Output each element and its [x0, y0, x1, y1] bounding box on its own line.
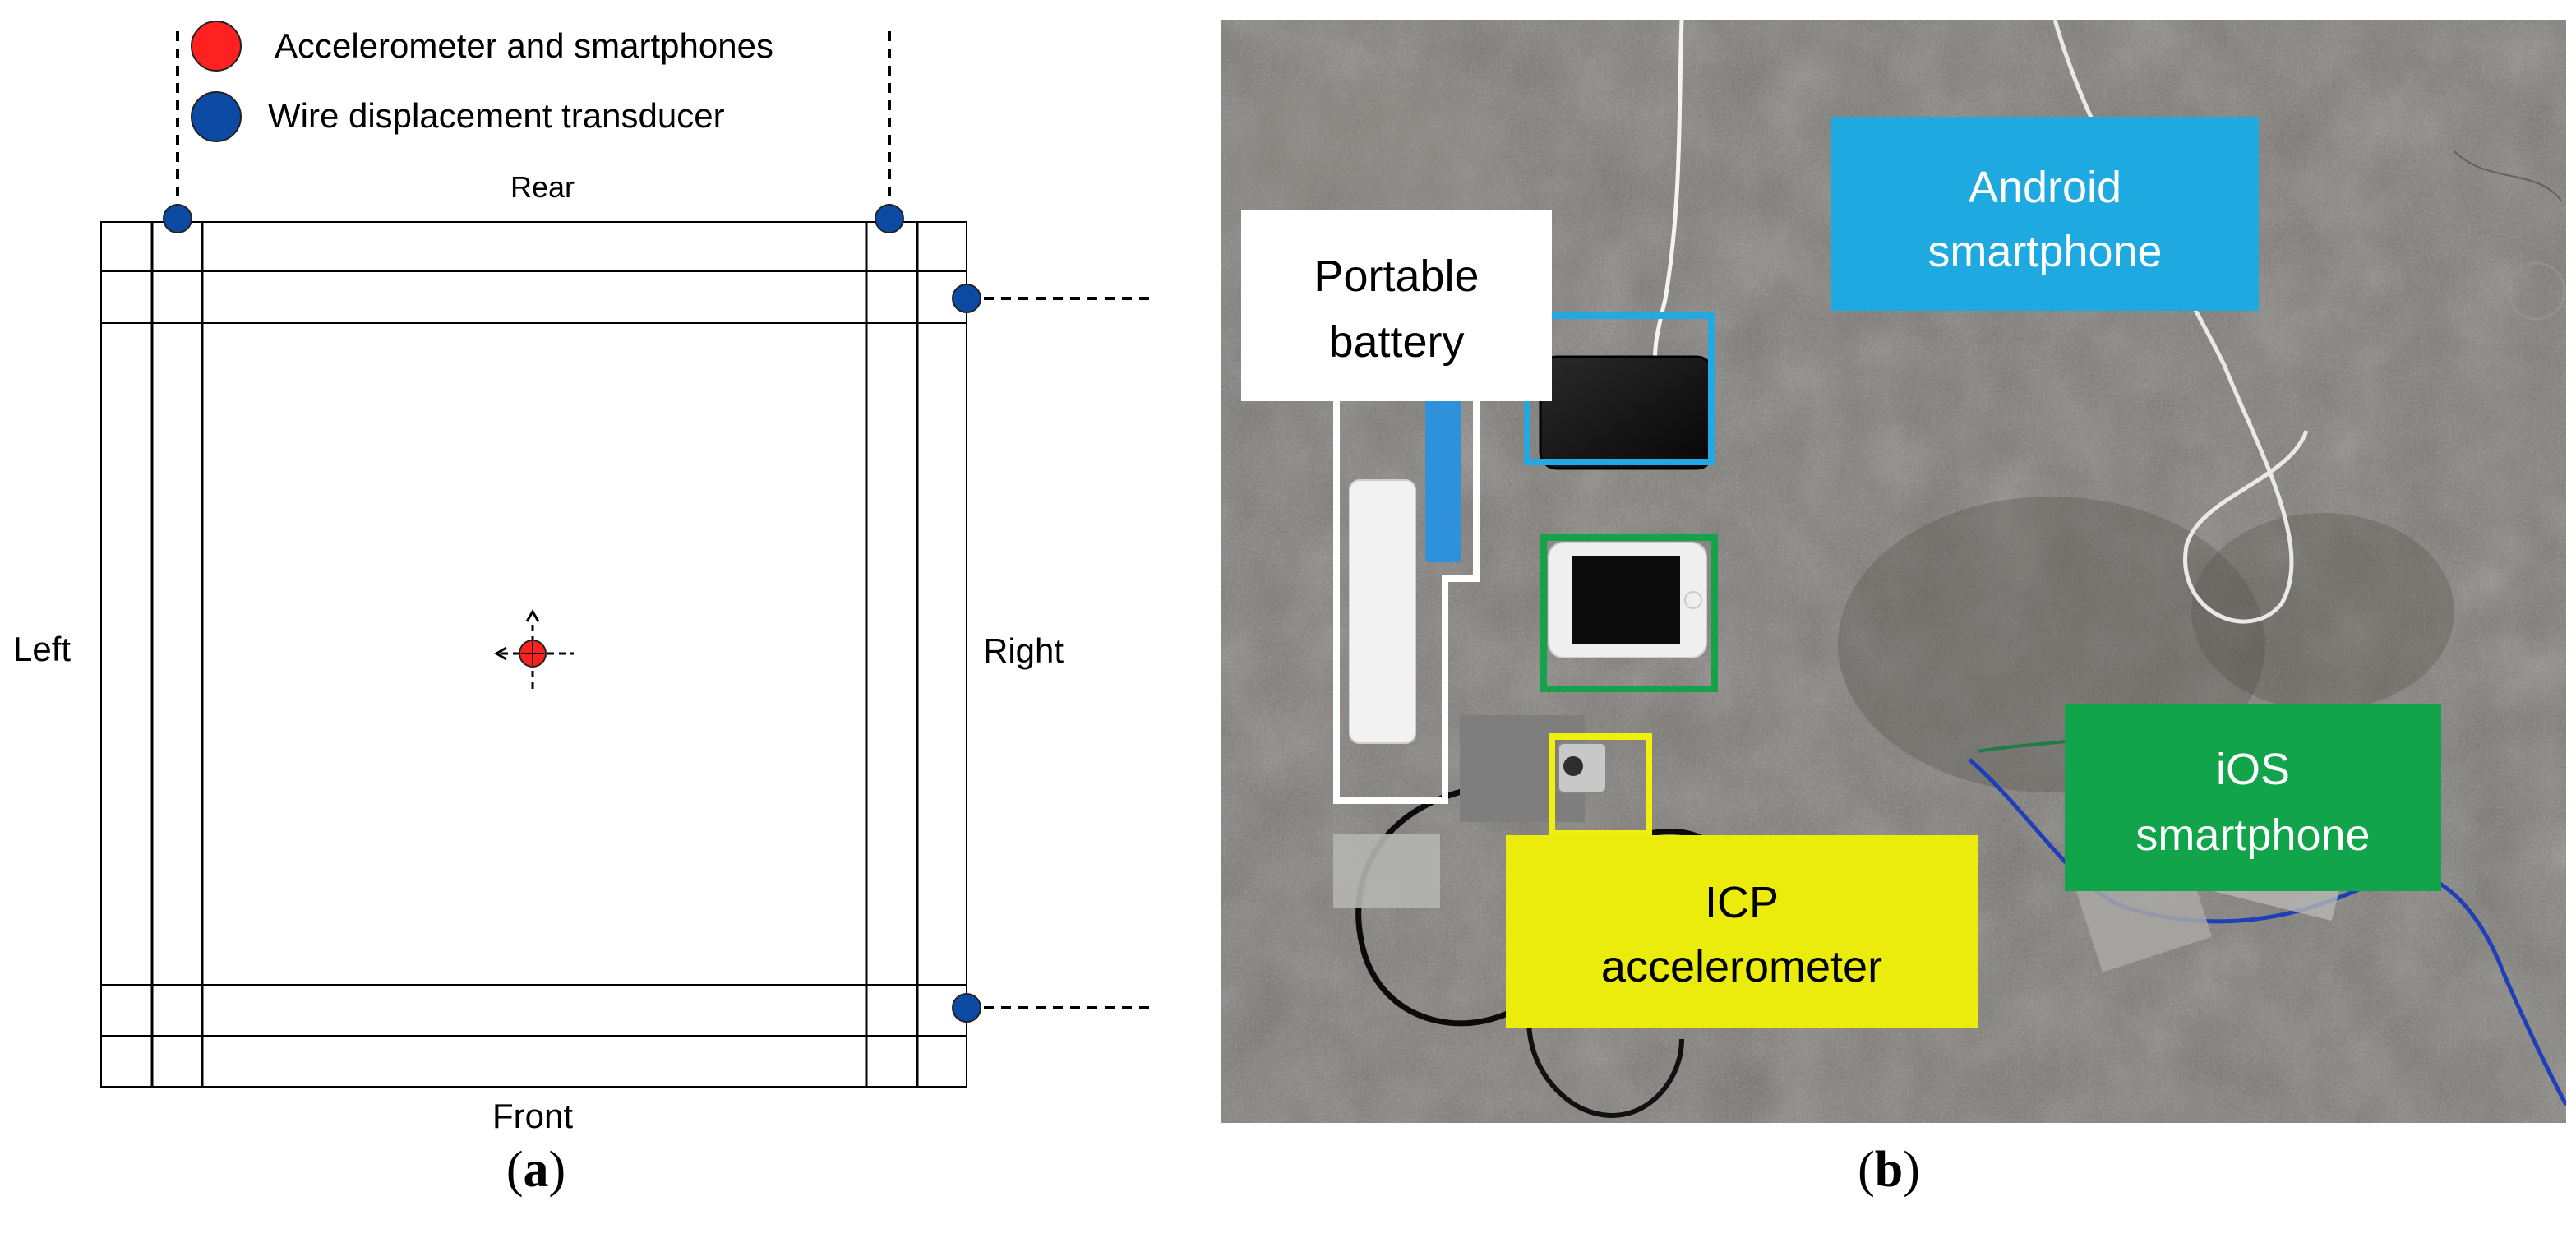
rear-beam-lines	[101, 270, 967, 324]
svg-text:smartphone: smartphone	[1927, 227, 2162, 276]
legend-wire-label: Wire displacement transducer	[268, 96, 725, 135]
label-rear: Rear	[510, 170, 575, 204]
svg-text:Portable: Portable	[1313, 252, 1479, 301]
transducer-rear-right	[875, 204, 904, 233]
caption-b-close: )	[1903, 1142, 1920, 1198]
transducer-right-upper	[952, 284, 981, 313]
label-left: Left	[13, 630, 71, 668]
right-columns	[865, 222, 919, 1087]
caption-b-letter: b	[1874, 1142, 1904, 1198]
ios-home-button	[1684, 591, 1702, 609]
caption-b: (b)	[1807, 1144, 1971, 1195]
caption-a: (a)	[454, 1144, 618, 1195]
crosshair	[521, 642, 544, 665]
svg-text:smartphone: smartphone	[2135, 811, 2370, 860]
icp-outline	[1549, 733, 1652, 837]
wire-leader-lines	[176, 31, 1151, 1009]
callout-icp-accelerometer: ICP accelerometer	[1506, 835, 1978, 1028]
caption-a-letter: a	[523, 1142, 549, 1198]
legend-accelerometer-marker	[191, 21, 242, 72]
caption-a-open: (	[506, 1142, 524, 1198]
svg-text:accelerometer: accelerometer	[1601, 942, 1882, 991]
wire-transducers	[163, 204, 981, 1023]
direction-labels: Rear Front Left Right	[13, 170, 1064, 1135]
legend: Accelerometer and smartphones Wire displ…	[191, 21, 773, 142]
white-charging-cable	[1653, 20, 1684, 366]
arrow-up-icon	[525, 609, 540, 622]
label-front: Front	[492, 1097, 573, 1135]
callout-ios-smartphone: iOS smartphone	[2065, 704, 2441, 891]
transducer-rear-left	[163, 204, 192, 233]
android-phone	[1539, 355, 1715, 470]
plan-outline	[100, 221, 967, 1088]
caption-a-close: )	[548, 1142, 566, 1198]
svg-text:Android: Android	[1969, 163, 2121, 212]
center-accelerometer	[494, 609, 574, 692]
svg-text:iOS: iOS	[2216, 745, 2290, 794]
svg-text:ICP: ICP	[1705, 878, 1779, 927]
legend-wire-marker	[191, 91, 242, 142]
svg-text:battery: battery	[1328, 317, 1464, 367]
front-beam-lines	[101, 984, 967, 1037]
ios-phone-screen	[1572, 556, 1680, 644]
left-columns	[150, 222, 204, 1087]
plan-diagram: Accelerometer and smartphones Wire displ…	[13, 21, 1151, 1135]
ios-outline	[1540, 534, 1718, 692]
plan-frame	[100, 221, 967, 1088]
legend-accelerometer-label: Accelerometer and smartphones	[275, 26, 773, 65]
arrow-left-icon	[494, 646, 507, 661]
icp-sensor-stud	[1563, 756, 1583, 776]
label-right: Right	[983, 631, 1064, 670]
callouts: Portable battery Android smartphone iOS …	[1241, 117, 2441, 1028]
setup-photo: Portable battery Android smartphone iOS …	[1221, 20, 2566, 1123]
caption-b-open: (	[1858, 1142, 1875, 1198]
gray-mount-plate	[1333, 834, 1440, 908]
callout-android-smartphone: Android smartphone	[1831, 117, 2259, 311]
transducer-right-lower	[952, 993, 981, 1023]
callout-portable-battery: Portable battery	[1241, 210, 1552, 401]
power-bank	[1349, 479, 1416, 744]
